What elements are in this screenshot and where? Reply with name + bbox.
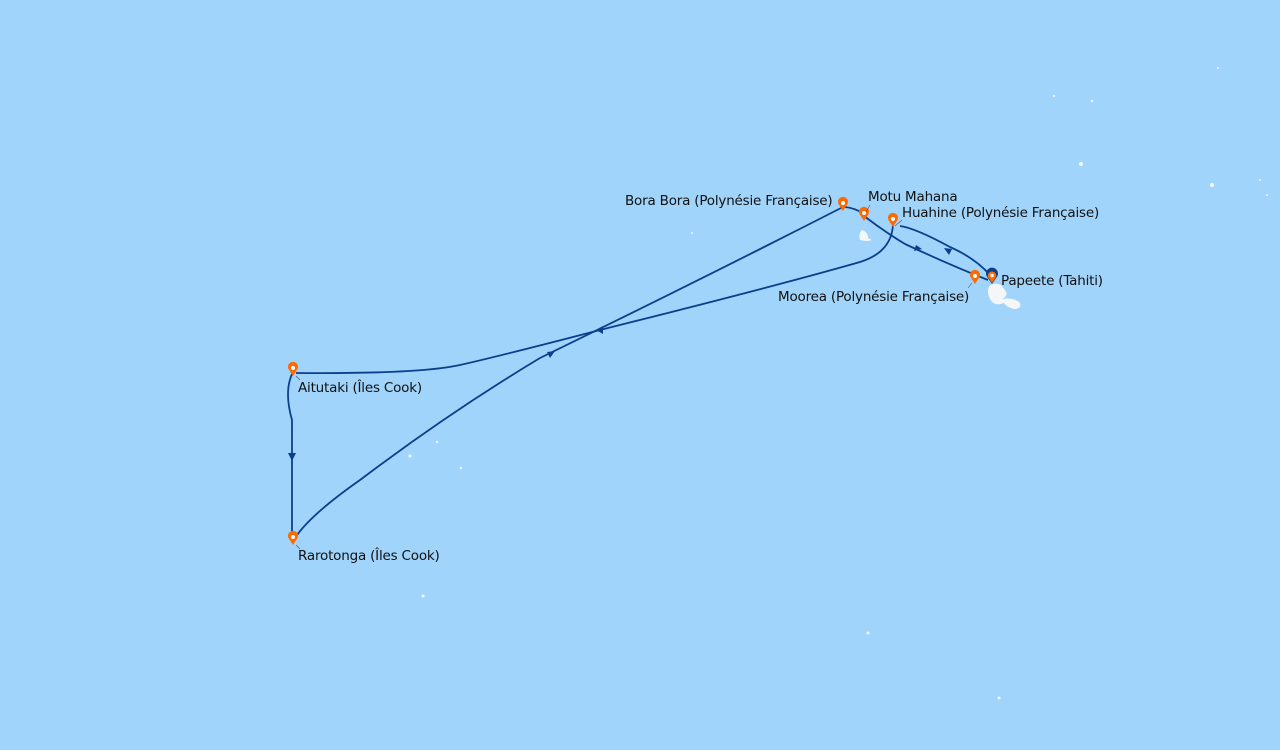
island-dot [459,466,463,470]
island-dot [421,594,425,598]
port-label-aitutaki[interactable]: Aitutaki (Îles Cook) [298,380,422,396]
island-dot [997,696,1001,700]
start-pin-icon[interactable] [986,267,998,284]
arrow-icon [547,351,555,358]
pin-icon[interactable] [970,269,980,284]
route-arrows [288,245,952,461]
port-label-huahine[interactable]: Huahine (Polynésie Française) [902,205,1100,221]
island-dot [691,232,693,234]
pin-icon[interactable] [288,530,298,545]
port-label-rarotonga[interactable]: Rarotonga (Îles Cook) [298,548,440,564]
route [287,206,991,539]
port-label-papeete[interactable]: Papeete (Tahiti) [1001,273,1103,289]
island-dot [1052,94,1056,98]
island-dot [408,454,412,458]
route-leg-rarotonga-borabora [294,206,844,539]
island-dot [1266,194,1268,196]
arrow-icon [596,326,603,334]
arrow-icon [288,453,296,461]
island-dot [1217,67,1219,69]
island-raiatea [859,230,872,241]
arrow-icon [914,245,922,251]
label-leaders [295,204,973,550]
route-leg-aitutaki-rarotonga [287,373,293,537]
island-dot [1090,99,1094,103]
pin-icon[interactable] [859,206,869,221]
pin-icon[interactable] [838,196,848,211]
port-label-motu-mahana[interactable]: Motu Mahana [868,189,958,205]
route-leg-papeete-huahine [899,225,991,276]
pin-icon[interactable] [288,361,298,376]
island-dot [1079,162,1083,166]
port-pins [288,196,998,545]
island-dot [435,440,439,444]
island-tahiti [988,283,1021,309]
pin-icon[interactable] [888,212,898,227]
islands [408,67,1268,700]
route-leg-motumahana-papeete [863,215,989,281]
arrow-icon [944,248,952,255]
island-dot [1210,183,1214,187]
island-dot [866,631,870,635]
port-label-bora-bora[interactable]: Bora Bora (Polynésie Française) [625,193,833,209]
port-label-moorea[interactable]: Moorea (Polynésie Française) [778,289,970,305]
island-dot [1259,179,1261,181]
